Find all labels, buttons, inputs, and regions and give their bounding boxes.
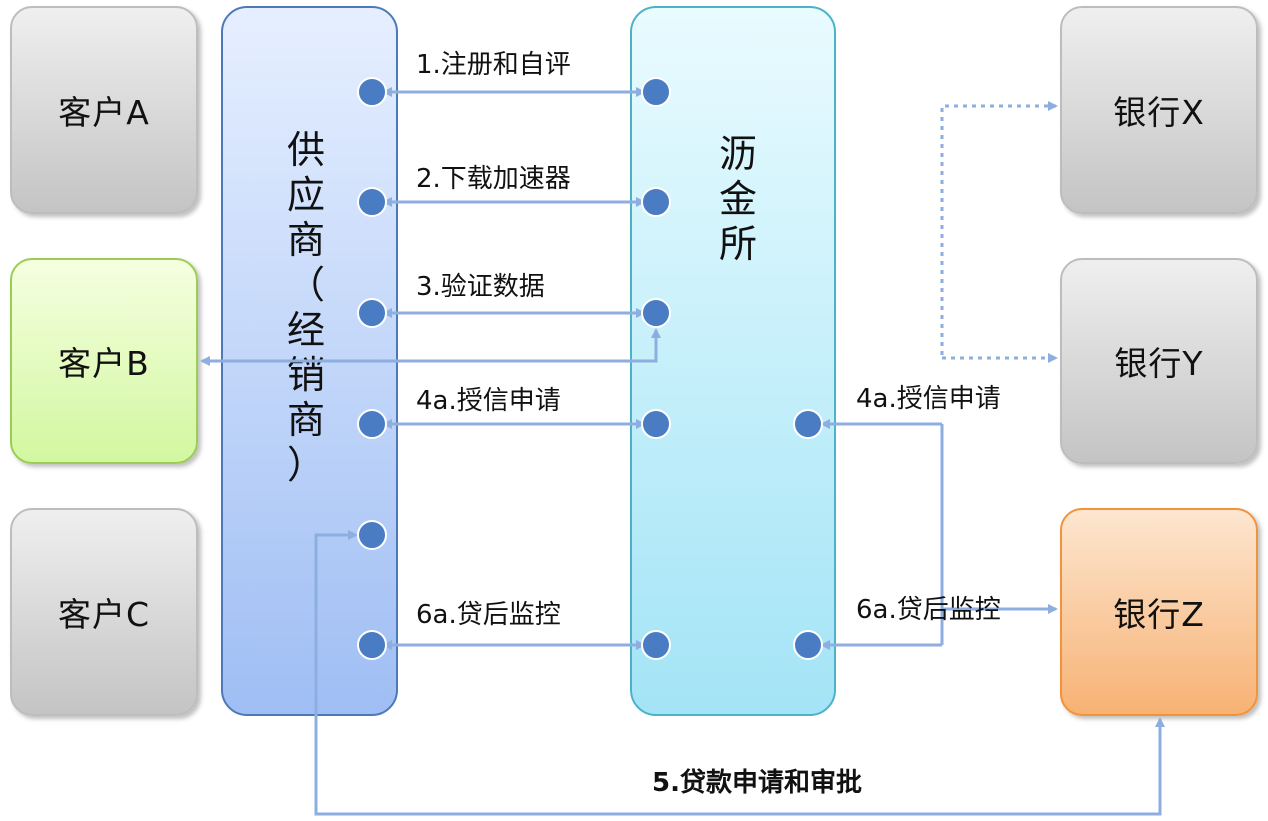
supplier-char: ）: [286, 443, 325, 487]
exchange-dot: [641, 77, 671, 107]
exchange-dot: [641, 187, 671, 217]
bank-y-label: 银行Y: [1114, 344, 1204, 383]
supplier-dot: [357, 187, 387, 217]
supplier-dot: [357, 298, 387, 328]
customer-a-box: 客户A: [10, 6, 198, 214]
customer-c-box: 客户C: [10, 508, 198, 716]
supplier-dot: [357, 520, 387, 550]
arrow-loan: [314, 530, 1165, 816]
flow-monitor-left-label: 6a.贷后监控: [416, 600, 561, 630]
flow-credit-right-label: 4a.授信申请: [856, 384, 1001, 414]
supplier-dot: [357, 77, 387, 107]
supplier-dot: [357, 630, 387, 660]
exchange-right-dot: [793, 630, 823, 660]
exchange-title: 沥 金 所: [708, 132, 768, 267]
customer-c-label: 客户C: [57, 595, 151, 634]
flow-monitor-right-label: 6a.贷后监控: [856, 595, 1001, 625]
supplier-dot: [357, 409, 387, 439]
supplier-char: 商: [286, 218, 325, 262]
flow-loan-label: 5.贷款申请和审批: [652, 768, 862, 798]
customer-a-label: 客户A: [58, 93, 150, 132]
exchange-dot: [641, 630, 671, 660]
supplier-char: 商: [286, 398, 325, 442]
supplier-char: 应: [286, 173, 325, 217]
flow-register-label: 1.注册和自评: [416, 50, 571, 80]
customer-b-box: 客户B: [10, 258, 198, 464]
exchange-char: 金: [718, 177, 757, 221]
exchange-dot: [641, 298, 671, 328]
exchange-char: 所: [718, 222, 757, 266]
exchange-right-dot: [793, 409, 823, 439]
bank-x-box: 银行X: [1060, 6, 1258, 214]
bank-x-label: 银行X: [1113, 93, 1205, 132]
flow-download-label: 2.下载加速器: [416, 164, 571, 194]
arrow-customer-b: [200, 328, 661, 366]
arrow-bank-x-dotted: [940, 101, 1058, 355]
supplier-char: 供: [286, 128, 325, 172]
bank-y-box: 银行Y: [1060, 258, 1258, 464]
flow-credit-left-label: 4a.授信申请: [416, 386, 561, 416]
exchange-char: 沥: [718, 132, 757, 176]
flow-verify-label: 3.验证数据: [416, 272, 545, 302]
supplier-char: （: [286, 263, 325, 307]
exchange-dot: [641, 409, 671, 439]
customer-b-label: 客户B: [58, 344, 150, 383]
